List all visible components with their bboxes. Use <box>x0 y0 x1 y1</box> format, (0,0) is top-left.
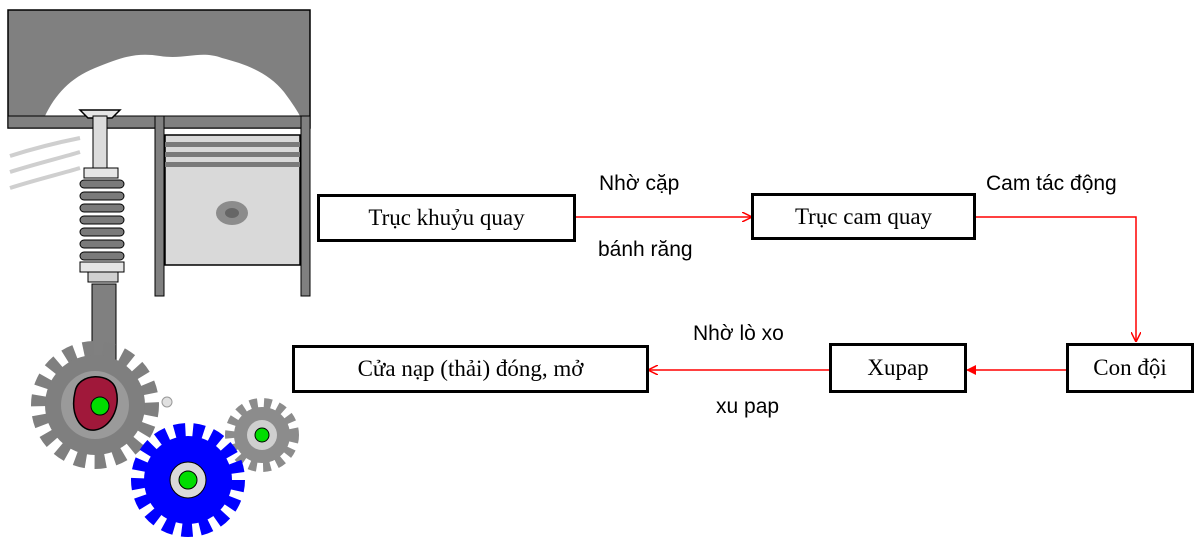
cylinder-wall-right <box>300 115 311 297</box>
label-gear-pair-bottom: bánh răng <box>598 238 693 261</box>
piston <box>164 134 301 266</box>
combustion-chamber <box>45 54 300 116</box>
cam-gear <box>31 341 159 469</box>
crankshaft-box: Trục khuỷu quay <box>317 194 576 242</box>
valve-spring <box>79 179 125 261</box>
engine-illustration <box>7 9 311 537</box>
port-box: Cửa nạp (thải) đóng, mở <box>292 345 649 393</box>
valve <box>78 109 122 179</box>
camshaft-box: Trục cam quay <box>751 193 976 240</box>
label-gear-pair-top: Nhờ cặp <box>599 172 680 195</box>
label-spring-bottom: xu pap <box>716 395 780 418</box>
arrow-cam-to-tappet <box>976 216 1136 341</box>
cylinder-wall-left <box>154 115 165 297</box>
crank-gear <box>131 423 245 537</box>
idler-gear <box>225 398 299 472</box>
label-cam-action: Cam tác động <box>986 172 1117 195</box>
label-spring-top: Nhờ lò xo <box>693 322 784 345</box>
valve-box: Xupap <box>829 343 967 393</box>
tappet-box: Con đội <box>1066 343 1194 393</box>
